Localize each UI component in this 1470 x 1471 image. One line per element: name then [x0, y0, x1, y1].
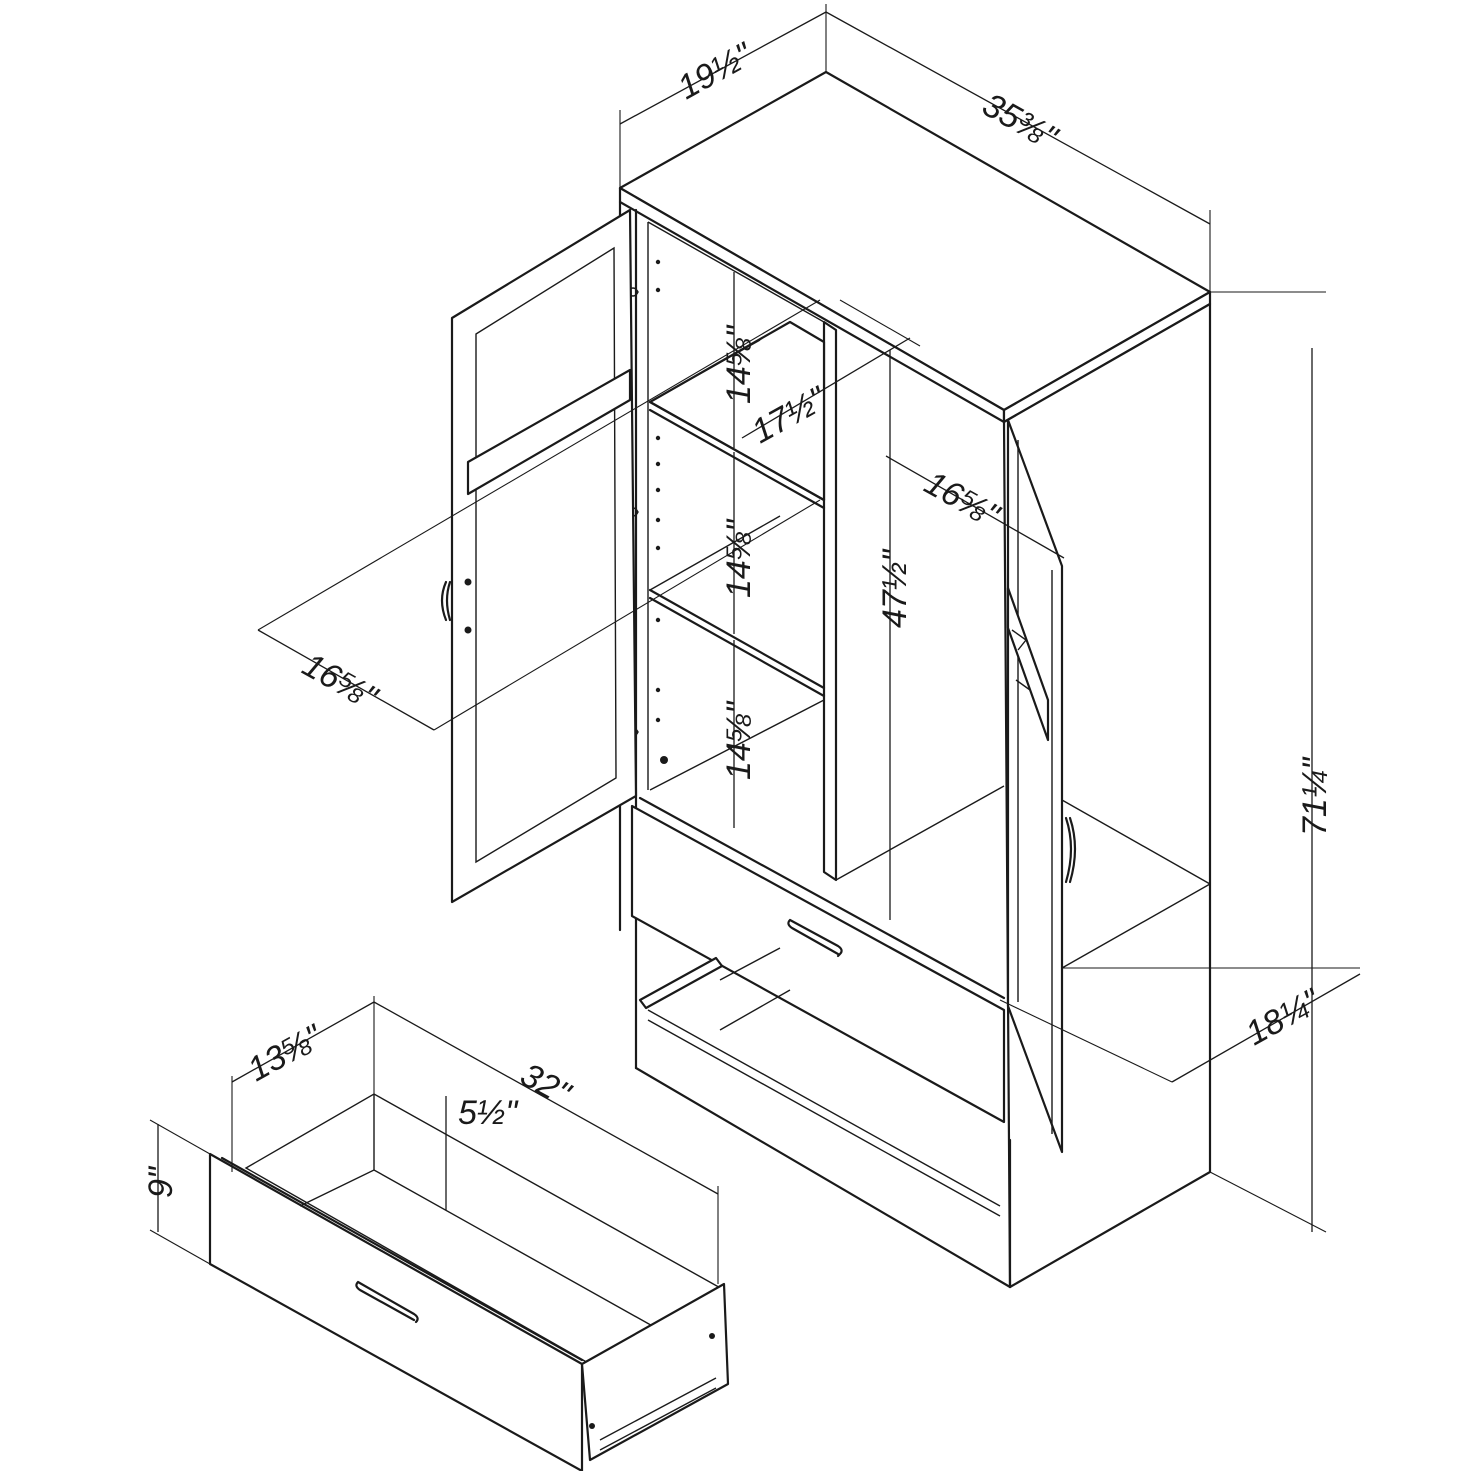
label-height-total: 71¼"	[1296, 756, 1334, 836]
right-door	[1006, 418, 1077, 1154]
label-drawer-depth: 13⅝"	[241, 1017, 330, 1089]
label-door-depth: 16⅝"	[296, 646, 385, 718]
dimension-lines	[149, 4, 1361, 1284]
armoire-body	[618, 70, 1212, 1289]
label-shelf-height-bottom: 14⅝"	[720, 700, 758, 780]
right-door-tie-rack	[1006, 586, 1050, 742]
label-depth-top: 19½"	[671, 35, 760, 107]
label-drawer-height: 9"	[142, 1165, 180, 1198]
left-door	[440, 208, 638, 904]
label-hanging-depth: 16⅝"	[918, 464, 1007, 536]
label-drawer-inner-height: 5½"	[458, 1094, 519, 1132]
upper-drawer-handle	[787, 918, 843, 958]
drawer-side	[580, 1282, 730, 1462]
label-width-top: 35⅜"	[976, 86, 1065, 158]
upper-drawer-front	[630, 804, 1006, 1124]
left-door-handle	[440, 580, 452, 622]
drawer-handle	[355, 1280, 419, 1324]
label-drawer-width: 32"	[514, 1056, 578, 1114]
label-shelf-height-top: 14⅝"	[720, 324, 758, 404]
right-door-handle	[1064, 816, 1077, 884]
label-depth-base: 18¼"	[1239, 981, 1328, 1053]
loose-drawer	[208, 1093, 730, 1471]
drawer-front	[208, 1152, 584, 1471]
drawer-slide	[638, 956, 724, 1010]
door-tie-rack	[466, 368, 632, 496]
label-shelf-height-middle: 14⅝"	[720, 518, 758, 598]
label-hanging-height: 47½"	[876, 548, 914, 628]
